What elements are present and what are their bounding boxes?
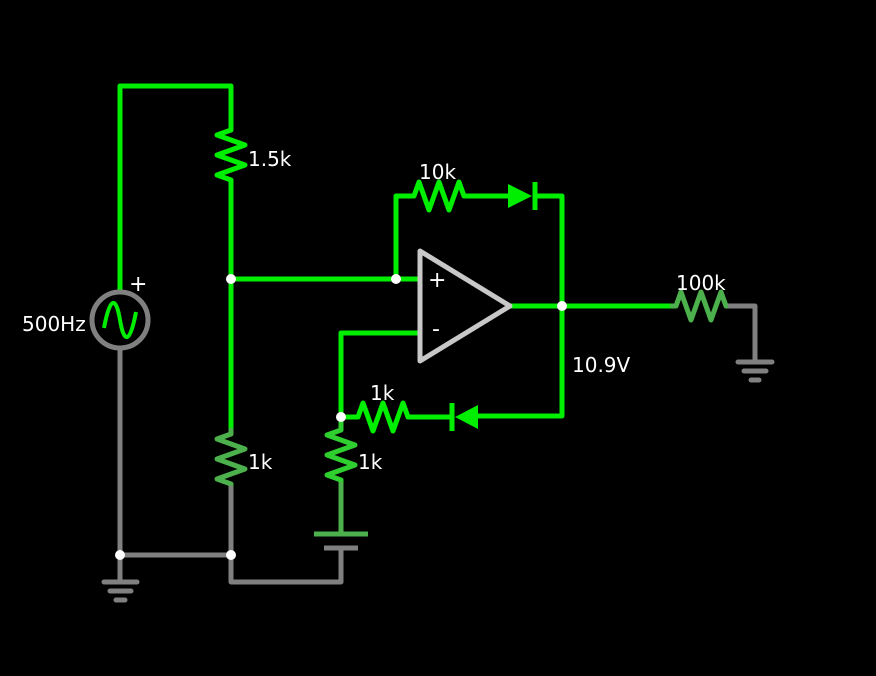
node-divider[interactable] xyxy=(226,274,236,284)
wire-load-ground[interactable] xyxy=(727,303,758,365)
opamp-minus-label: - xyxy=(432,317,440,342)
resistor-1k-middle[interactable] xyxy=(324,414,358,487)
source-polarity-label: + xyxy=(129,272,147,297)
diode-bottom[interactable] xyxy=(449,403,478,431)
ac-source[interactable] xyxy=(89,289,151,351)
node-ground-left[interactable] xyxy=(115,550,125,560)
op-amp[interactable] xyxy=(417,248,513,364)
resistor-100k[interactable] xyxy=(669,289,733,323)
node-output[interactable] xyxy=(557,301,567,311)
node-plus-input[interactable] xyxy=(391,274,401,284)
wire-source-top[interactable] xyxy=(117,83,234,293)
r-feedback-top-label: 10k xyxy=(419,160,456,184)
ground-symbol-left xyxy=(101,579,140,603)
wire-ground-left-bottom[interactable] xyxy=(228,485,344,585)
opamp-plus-label: + xyxy=(428,268,446,293)
diode-top[interactable] xyxy=(508,182,538,210)
wire-feedback-top-left[interactable] xyxy=(393,193,413,282)
node-dots xyxy=(115,274,567,560)
ground-symbol-right xyxy=(735,359,775,383)
output-voltage-label: 10.9V xyxy=(572,353,631,377)
resistor-1k-left[interactable] xyxy=(214,427,248,491)
node-ground-mid[interactable] xyxy=(226,550,236,560)
wire-minus-input[interactable] xyxy=(338,330,423,420)
r-feedback-bottom-label: 1k xyxy=(370,381,395,405)
r-ground-mid-label: 1k xyxy=(358,450,383,474)
r-load-label: 100k xyxy=(676,271,726,295)
node-minus-feedback[interactable] xyxy=(336,412,346,422)
r-top-label: 1.5k xyxy=(248,147,292,171)
r-bottom-left-label: 1k xyxy=(248,450,273,474)
resistor-1k-feedback[interactable] xyxy=(351,400,415,434)
resistor-1-5k[interactable] xyxy=(214,123,248,187)
resistor-10k[interactable] xyxy=(407,179,471,213)
sine-wave-icon xyxy=(102,301,138,339)
source-frequency-label: 500Hz xyxy=(22,312,86,336)
